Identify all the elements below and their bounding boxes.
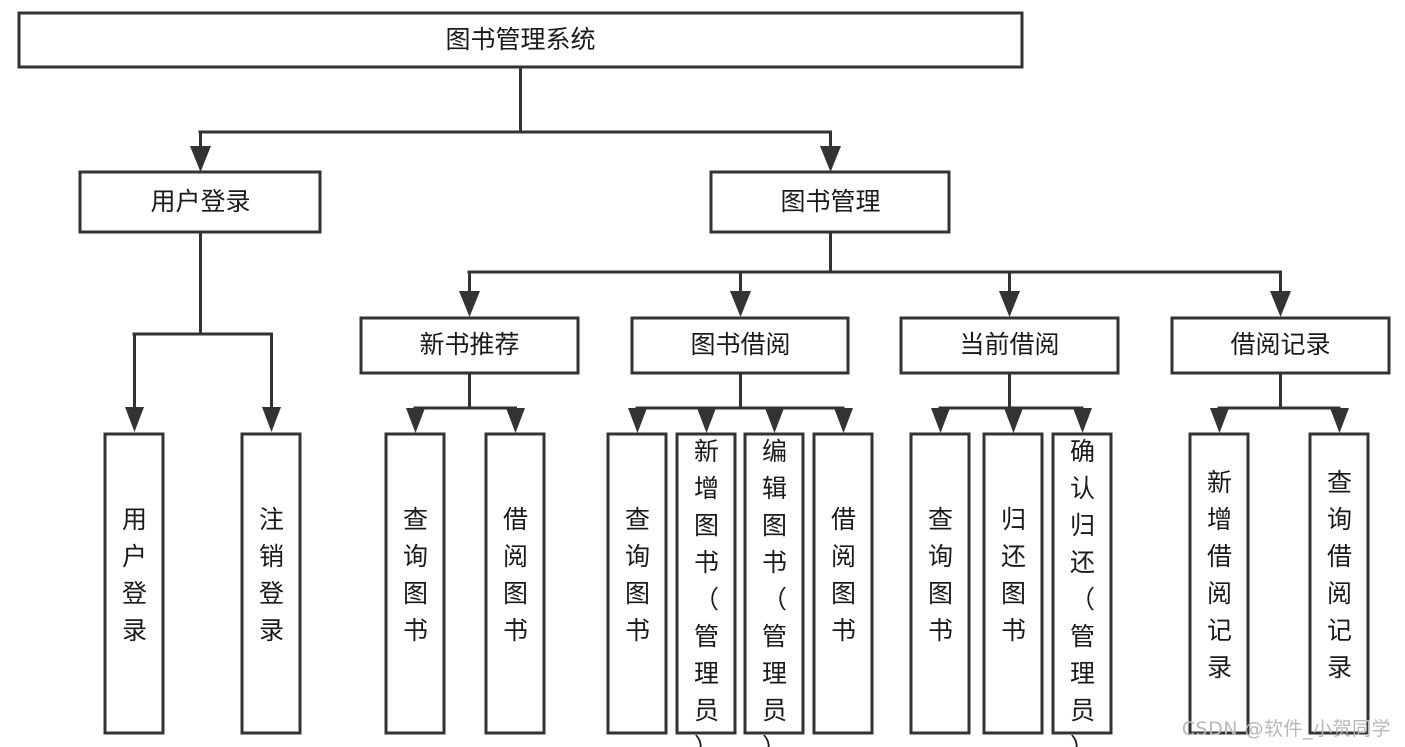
leaf-node-add-book-admin[interactable]: 新增图书（管理员） [675, 432, 737, 747]
node-book-borrow[interactable]: 图书借阅 [630, 316, 850, 375]
node-borrow-record[interactable]: 借阅记录 [1170, 316, 1391, 375]
leaf-node-borrow-book-bb-box[interactable] [812, 432, 874, 735]
arrow-head-book-manage [820, 146, 841, 172]
leaf-node-borrow-book-rec-label: 借阅图书 [503, 505, 528, 645]
node-new-book-recommend[interactable]: 新书推荐 [359, 316, 580, 375]
arrow-head-leaf-logout-login [262, 407, 281, 432]
node-borrow-record-box[interactable] [1170, 316, 1391, 375]
arrow-head-leaf-query-book-rec [406, 408, 425, 433]
node-root-box[interactable] [17, 11, 1024, 69]
leaf-node-borrow-book-rec-box[interactable] [484, 432, 546, 735]
leaf-node-edit-book-admin-label: 编辑图书（管理员） [762, 437, 787, 747]
leaf-node-edit-book-admin-box[interactable] [743, 432, 805, 735]
arrow-head-user-login [190, 146, 211, 172]
arrow-head-leaf-borrow-book-bb [834, 408, 853, 433]
leaf-node-query-borrow-record-box[interactable] [1308, 432, 1370, 735]
node-user-login[interactable]: 用户登录 [78, 170, 322, 234]
leaf-node-query-book-cb-box[interactable] [909, 432, 971, 735]
leaf-node-query-book-bb-label: 查询图书 [625, 505, 650, 645]
leaf-node-add-book-admin-label: 新增图书（管理员） [694, 437, 719, 747]
arrow-head-current-borrow [999, 291, 1020, 317]
leaf-node-add-borrow-record[interactable]: 新增借阅记录 [1188, 432, 1250, 735]
leaf-node-query-book-cb-label: 查询图书 [928, 505, 953, 645]
leaf-node-return-book-box[interactable] [982, 432, 1044, 735]
node-book-borrow-box[interactable] [630, 316, 850, 375]
leaf-node-query-borrow-record[interactable]: 查询借阅记录 [1308, 432, 1370, 735]
leaf-node-query-book-cb[interactable]: 查询图书 [909, 432, 971, 735]
leaf-node-add-borrow-record-label: 新增借阅记录 [1207, 468, 1232, 682]
arrow-head-leaf-add-borrow-record [1210, 408, 1229, 433]
leaf-node-return-book[interactable]: 归还图书 [982, 432, 1044, 735]
arrow-head-book-borrow [730, 291, 751, 317]
leaf-node-confirm-return-admin-box[interactable] [1051, 432, 1113, 735]
leaf-node-borrow-book-bb-label: 借阅图书 [831, 505, 856, 645]
leaf-node-query-book-rec-box[interactable] [384, 432, 446, 735]
arrow-head-leaf-user-login [125, 407, 144, 432]
node-root[interactable]: 图书管理系统 [17, 11, 1024, 69]
node-book-borrow-label: 图书借阅 [690, 330, 790, 359]
leaf-node-user-login-box[interactable] [103, 432, 165, 735]
leaf-node-query-book-rec-label: 查询图书 [403, 505, 428, 645]
leaf-node-query-book-bb[interactable]: 查询图书 [606, 432, 668, 735]
leaf-node-query-book-rec[interactable]: 查询图书 [384, 432, 446, 735]
csdn-watermark: CSDN @软件_小贺同学 [1181, 718, 1391, 740]
leaf-node-user-login-label: 用户登录 [122, 505, 147, 645]
leaf-node-add-borrow-record-box[interactable] [1188, 432, 1250, 735]
arrow-head-leaf-query-borrow-record [1330, 408, 1349, 433]
node-user-login-box[interactable] [78, 170, 322, 234]
leaf-node-edit-book-admin[interactable]: 编辑图书（管理员） [743, 432, 805, 747]
arrow-head-leaf-borrow-book-rec [506, 408, 525, 433]
leaf-node-return-book-label: 归还图书 [1001, 505, 1026, 645]
leaf-node-logout-login-label: 注销登录 [259, 505, 284, 645]
leaf-node-logout-login[interactable]: 注销登录 [240, 432, 302, 735]
leaf-node-logout-login-box[interactable] [240, 432, 302, 735]
leaf-node-query-borrow-record-label: 查询借阅记录 [1327, 468, 1352, 682]
arrow-head-new-book-recommend [459, 291, 480, 317]
leaf-node-user-login[interactable]: 用户登录 [103, 432, 165, 735]
node-current-borrow[interactable]: 当前借阅 [899, 316, 1120, 375]
connector-layer [125, 65, 1349, 433]
leaf-node-borrow-book-rec[interactable]: 借阅图书 [484, 432, 546, 735]
arrow-head-leaf-query-book-bb [628, 408, 647, 433]
node-root-label: 图书管理系统 [445, 25, 595, 54]
leaf-node-confirm-return-admin[interactable]: 确认归还（管理员） [1051, 432, 1113, 747]
node-book-manage-label: 图书管理 [780, 187, 880, 216]
node-new-book-recommend-box[interactable] [359, 316, 580, 375]
leaf-node-borrow-book-bb[interactable]: 借阅图书 [812, 432, 874, 735]
leaf-node-confirm-return-admin-label: 确认归还（管理员） [1070, 437, 1095, 747]
leaf-node-add-book-admin-box[interactable] [675, 432, 737, 735]
arrow-head-leaf-edit-book-admin [765, 408, 784, 433]
node-current-borrow-box[interactable] [899, 316, 1120, 375]
node-book-manage[interactable]: 图书管理 [709, 170, 951, 234]
leaf-node-query-book-bb-box[interactable] [606, 432, 668, 735]
node-current-borrow-label: 当前借阅 [959, 330, 1059, 359]
arrow-head-leaf-add-book-admin [697, 408, 716, 433]
node-user-login-label: 用户登录 [150, 187, 250, 216]
arrow-head-borrow-record [1270, 291, 1291, 317]
node-new-book-recommend-label: 新书推荐 [419, 330, 519, 359]
leaf-layer: 用户登录 注销登录 查询图书 借阅图书 查询图书 新增图书（管理员） [103, 432, 1370, 747]
arrow-head-leaf-confirm-return-admin [1073, 408, 1092, 433]
arrow-head-leaf-query-book-cb [931, 408, 950, 433]
node-book-manage-box[interactable] [709, 170, 951, 234]
arrow-head-leaf-return-book [1004, 408, 1023, 433]
node-borrow-record-label: 借阅记录 [1230, 330, 1330, 359]
